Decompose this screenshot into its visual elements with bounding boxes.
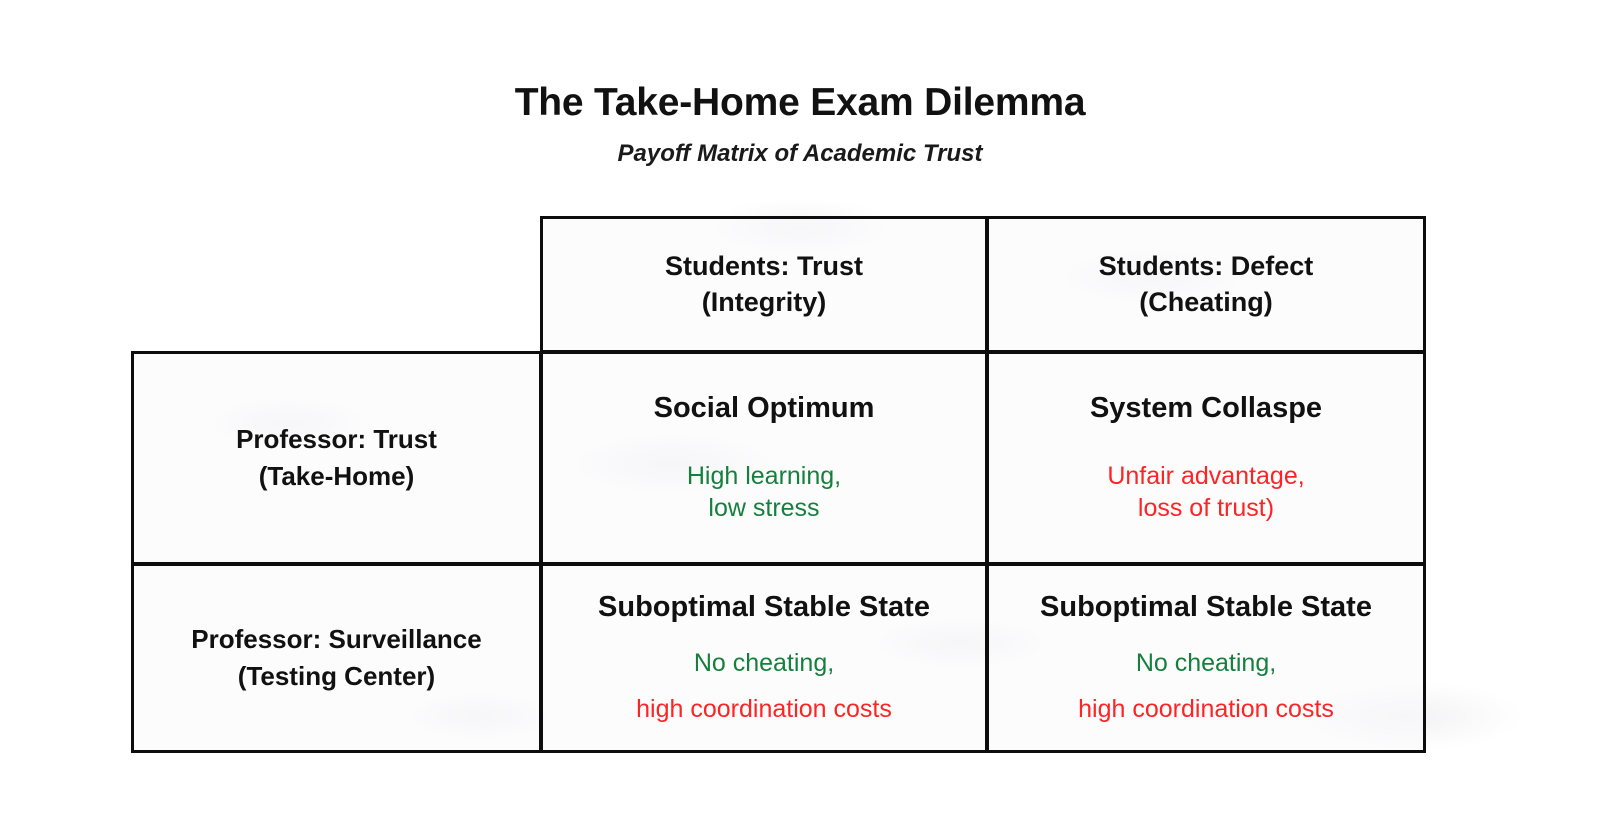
payoff-detail-negative: high coordination costs — [636, 695, 892, 724]
row-header-professor-surveillance: Professor: Surveillance (Testing Center) — [131, 563, 542, 753]
matrix-corner-cell — [131, 216, 541, 353]
row-header-label: Professor: Surveillance (Testing Center) — [191, 624, 482, 691]
payoff-detail-positive: No cheating, — [693, 648, 835, 677]
payoff-outcome-title: Social Optimum — [653, 392, 875, 425]
payoff-cell-surveillance-defect: Suboptimal Stable State No cheating, hig… — [986, 563, 1426, 753]
payoff-detail-negative: Unfair advantage, loss of trust) — [1107, 461, 1305, 523]
payoff-outcome-title: Suboptimal Stable State — [1040, 591, 1372, 624]
payoff-detail-negative: high coordination costs — [1078, 695, 1334, 724]
row-header-professor-trust: Professor: Trust (Take-Home) — [131, 351, 542, 565]
payoff-cell-surveillance-trust: Suboptimal Stable State No cheating, hig… — [540, 563, 988, 753]
column-header-label: Students: Defect (Cheating) — [1098, 250, 1314, 317]
payoff-cell-trust-trust: Social Optimum High learning, low stress — [540, 351, 988, 565]
payoff-outcome-title: Suboptimal Stable State — [598, 591, 930, 624]
payoff-detail-positive: High learning, low stress — [686, 461, 842, 523]
column-header-label: Students: Trust (Integrity) — [664, 250, 863, 317]
column-header-students-defect: Students: Defect (Cheating) — [986, 216, 1426, 353]
payoff-detail-positive: No cheating, — [1135, 648, 1277, 677]
payoff-cell-trust-defect: System Collaspe Unfair advantage, loss o… — [986, 351, 1426, 565]
page-subtitle: Payoff Matrix of Academic Trust — [617, 139, 983, 167]
page-title: The Take-Home Exam Dilemma — [514, 81, 1086, 124]
row-header-label: Professor: Trust (Take-Home) — [236, 424, 437, 491]
title-block: The Take-Home Exam Dilemma Payoff Matrix… — [0, 81, 1600, 167]
payoff-matrix: Students: Trust (Integrity) Students: De… — [131, 216, 1426, 753]
column-header-students-trust: Students: Trust (Integrity) — [540, 216, 988, 353]
payoff-outcome-title: System Collaspe — [1089, 392, 1323, 425]
